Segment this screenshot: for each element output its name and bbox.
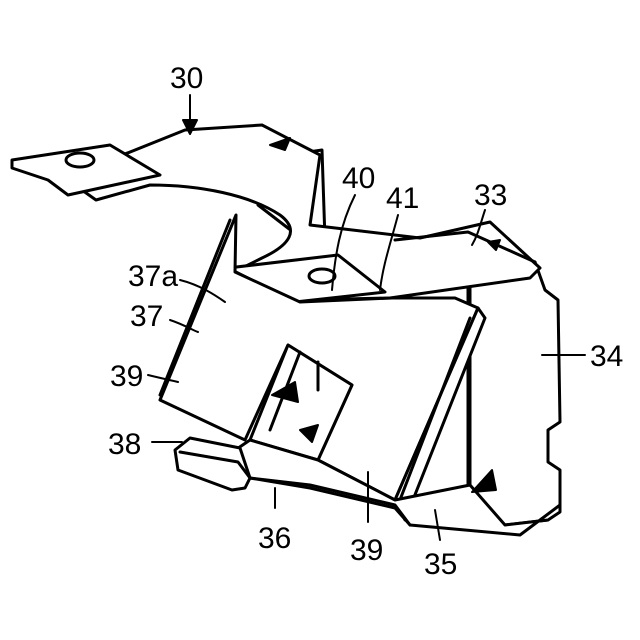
ref-label-37a: 37a xyxy=(128,260,178,293)
left-mount-hole xyxy=(66,153,94,167)
ref-label-41: 41 xyxy=(386,182,419,215)
center-mount-hole xyxy=(309,269,335,283)
ref-label-35: 35 xyxy=(424,548,457,581)
ref-label-38: 38 xyxy=(108,428,141,461)
ref-label-39-bottom: 39 xyxy=(350,534,383,567)
ref-label-36: 36 xyxy=(258,522,291,555)
ref-label-40: 40 xyxy=(342,162,375,195)
ref-label-39-left: 39 xyxy=(110,360,143,393)
ref-label-33: 33 xyxy=(474,179,507,212)
ref-label-34: 34 xyxy=(590,340,623,373)
ref-label-37: 37 xyxy=(130,300,163,333)
ref-label-30: 30 xyxy=(170,62,203,95)
